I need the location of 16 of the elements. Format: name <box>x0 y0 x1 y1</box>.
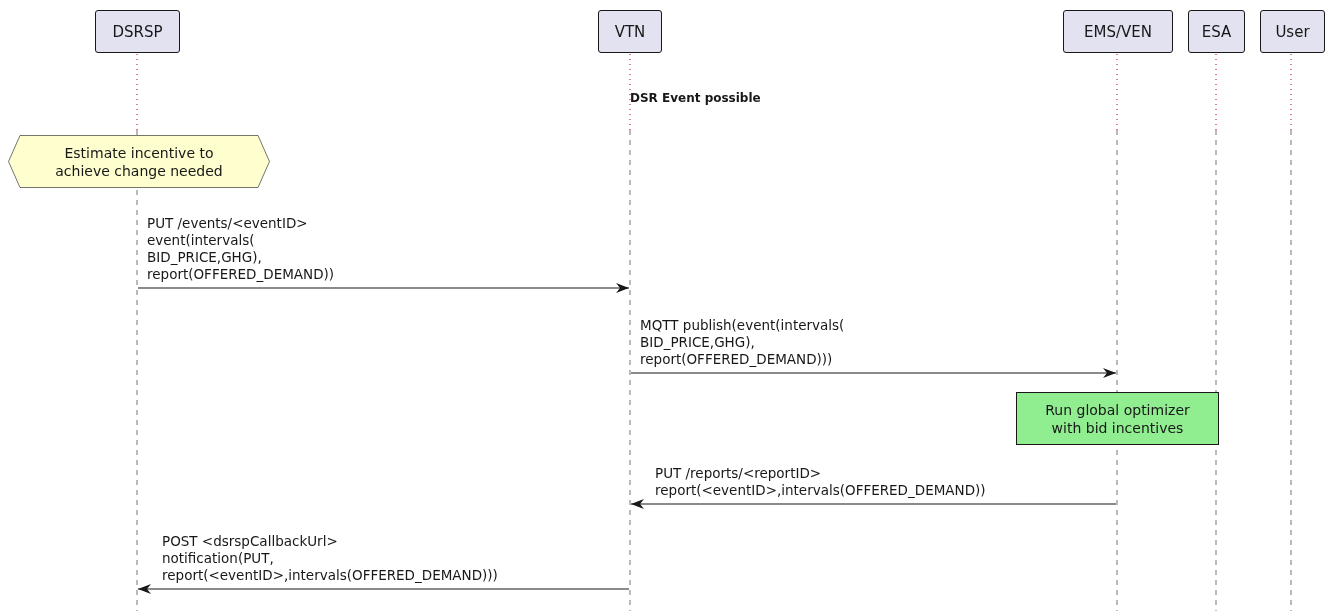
message-arrow <box>630 499 1117 509</box>
message-label: POST <dsrspCallbackUrl> notification(PUT, report(<eventID>,intervals(OFFERED_DEMAND))) <box>162 533 498 584</box>
message-arrow <box>137 283 630 293</box>
hexagon-note: Estimate incentive to achieve change needed <box>8 135 270 188</box>
message-arrow <box>630 368 1117 378</box>
message-label: MQTT publish(event(intervals( BID_PRICE,GHG), report(OFFERED_DEMAND))) <box>640 317 845 368</box>
note-box: Run global optimizer with bid incentives <box>1016 392 1219 445</box>
participant-box: VTN <box>598 10 662 53</box>
participant-box: EMS/VEN <box>1063 10 1173 53</box>
participant-box: DSRSP <box>95 10 180 53</box>
participant-box: ESA <box>1188 10 1245 53</box>
message-label: PUT /reports/<reportID> report(<eventID>,intervals(OFFERED_DEMAND)) <box>655 465 986 499</box>
message-label: PUT /events/<eventID> event(intervals( BID_PRICE,GHG), report(OFFERED_DEMAND)) <box>147 215 335 283</box>
message-arrow <box>137 584 630 594</box>
delay-label: DSR Event possible <box>630 90 761 107</box>
participant-box: User <box>1260 10 1325 53</box>
